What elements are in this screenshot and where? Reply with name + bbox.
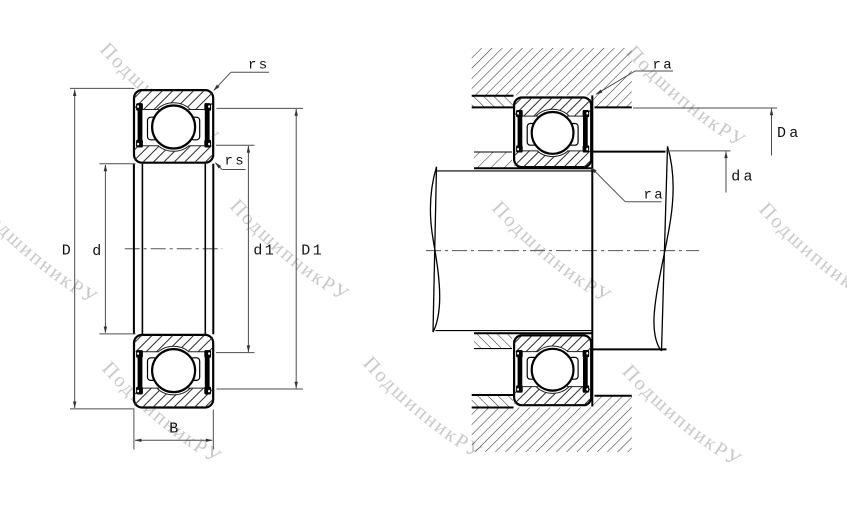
svg-text:da: da [731,169,755,186]
svg-text:D1: D1 [301,242,324,259]
svg-text:rs: rs [248,57,270,73]
svg-text:B: B [169,421,180,438]
svg-text:ra: ra [653,57,675,73]
svg-text:rs: rs [225,153,247,169]
svg-text:Da: Da [777,125,801,142]
svg-text:D: D [62,242,73,259]
svg-text:ra: ra [644,188,666,204]
svg-text:d: d [92,243,103,260]
svg-text:d1: d1 [253,242,276,259]
